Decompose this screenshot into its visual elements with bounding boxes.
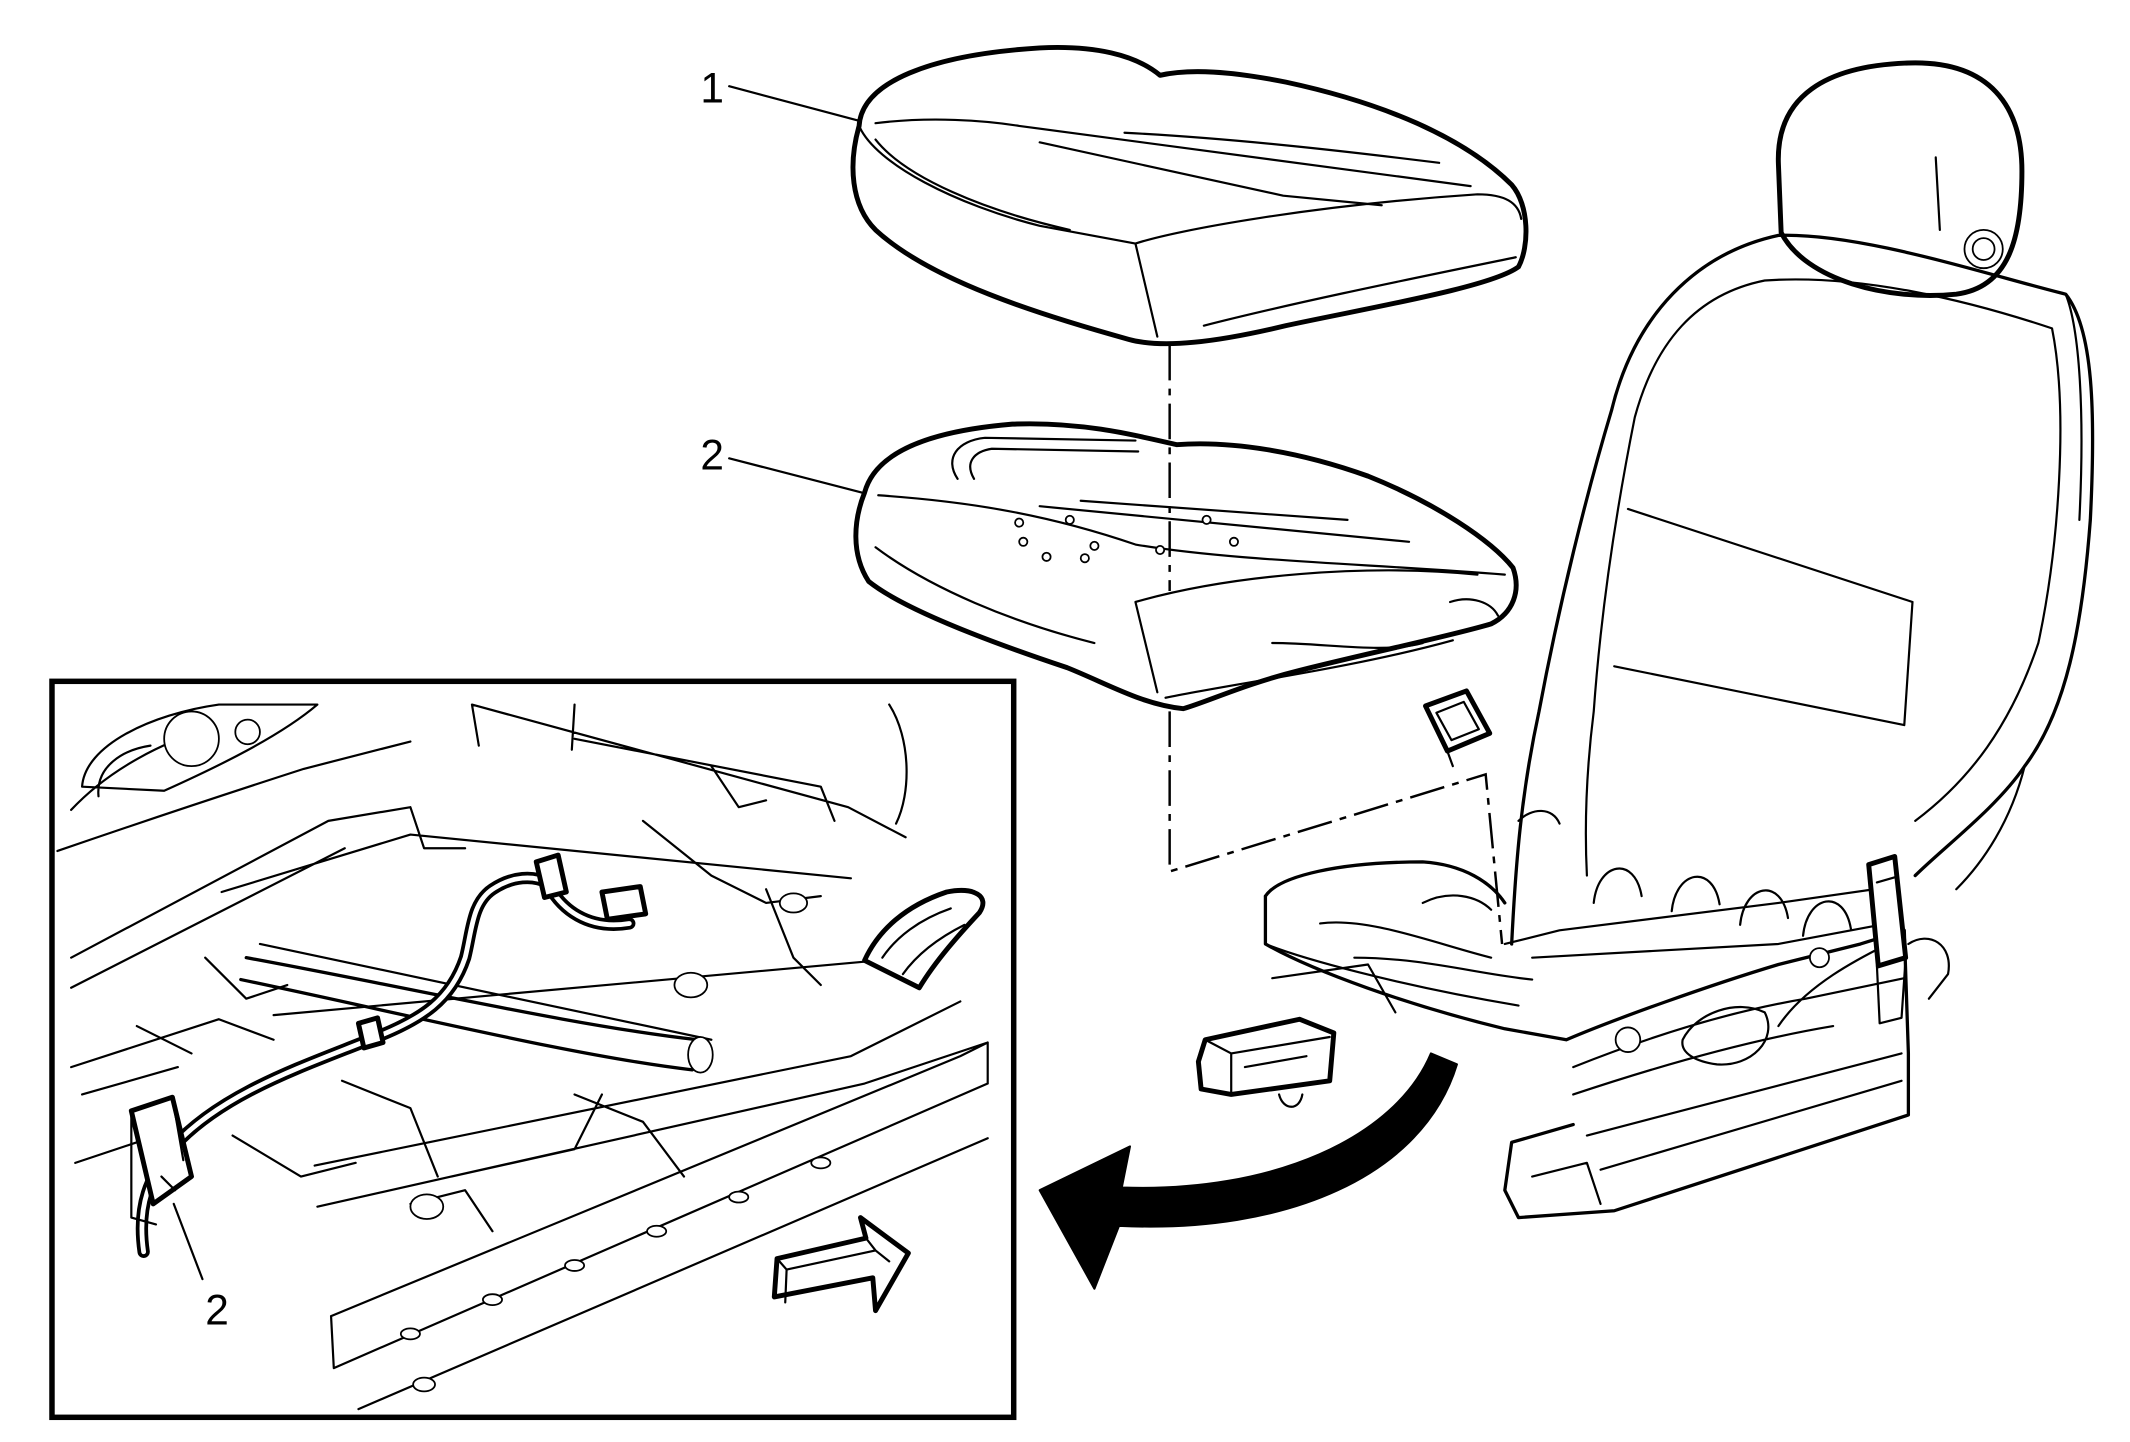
callout-label-pad: 2 [700,431,724,478]
pad-hole [1089,540,1100,551]
callout-label-cover: 1 [700,65,724,112]
seat-cover-panel-lines [858,118,1523,338]
callout-leader-harness [172,1202,204,1281]
harness-clip-detail [130,1096,185,1226]
inset-cross-tube [239,956,700,1072]
direction-arrow-shading [775,1237,891,1304]
backrest-outline [1510,233,2095,946]
inset-tube-end [687,1036,714,1074]
buckle-body [1423,688,1493,754]
pad-hole [1079,553,1090,564]
seat-belt-buckle [1423,688,1493,768]
rail-hole [728,1190,750,1204]
harness-connector-a [533,852,569,900]
rail-hole [482,1293,503,1307]
inset-trim-bracket [862,888,986,991]
harness-connector-b [599,884,649,922]
seat-frame-detail [1264,809,1950,1206]
pad-hole [1201,514,1212,525]
seat-cover-outline [850,45,1529,347]
rail-hole [810,1156,832,1170]
seat-cushion-cover [850,45,1529,347]
pad-hole [1041,551,1052,562]
seat-cushion-pad [853,421,1519,712]
headrest-outline [1775,60,2025,298]
pad-hole [1064,514,1075,525]
seat-assembly [1195,60,2095,1220]
backrest-panel-lines [1584,278,2083,891]
buckle-detail [1435,700,1480,768]
inset-drawing [56,703,989,1411]
callout-leader-pad [728,457,863,494]
frame-hole [409,1193,445,1220]
inset-frame-members [70,703,989,1411]
headrest-seam [1934,156,1941,231]
inset-console [56,703,412,853]
rail-hole [646,1224,668,1238]
frame-pivot-icon [1808,947,1830,969]
rail-hole [564,1259,586,1272]
seat-pan-outline [1263,860,1911,1220]
rail-hole [412,1376,436,1393]
rail-hole [399,1327,421,1341]
seat-pad-outline [853,421,1519,712]
harness-connector-c [355,1015,386,1051]
inset-gauge-icon [163,710,220,768]
inset-trim-detail [881,907,966,976]
direction-arrow-icon [771,1215,911,1314]
pad-hole [1018,536,1029,547]
side-buckle-detail [1875,875,1907,1025]
inset-rail-holes [399,892,832,1393]
inset-detail-view: 2 [49,678,1017,1421]
seat-rail-left-detail [1204,963,1397,1108]
side-buckle-stalk [1866,853,1909,969]
inset-frame [49,678,1017,1421]
seat-pad-surface-lines [874,436,1506,699]
pad-hole [1228,536,1239,547]
curved-arrow-icon [1038,1052,1458,1290]
frame-hole [778,892,809,914]
frame-hole [673,971,709,999]
callout-label-harness: 2 [205,1286,229,1333]
inset-knob-icon [234,718,261,746]
callout-2-pad: 2 [700,431,863,494]
seat-rail-left-end [1195,1016,1337,1097]
centerline-lower [1168,711,1504,945]
headrest-post-inner [1971,237,1996,261]
alignment-lines [1168,344,1504,945]
seat-pad-holes [1014,514,1239,564]
pad-hole [1155,545,1166,555]
callout-leader-cover [728,85,859,122]
callout-1: 1 [700,65,859,122]
pad-hole [1014,517,1025,528]
recliner-pivot-icon [1614,1026,1642,1053]
